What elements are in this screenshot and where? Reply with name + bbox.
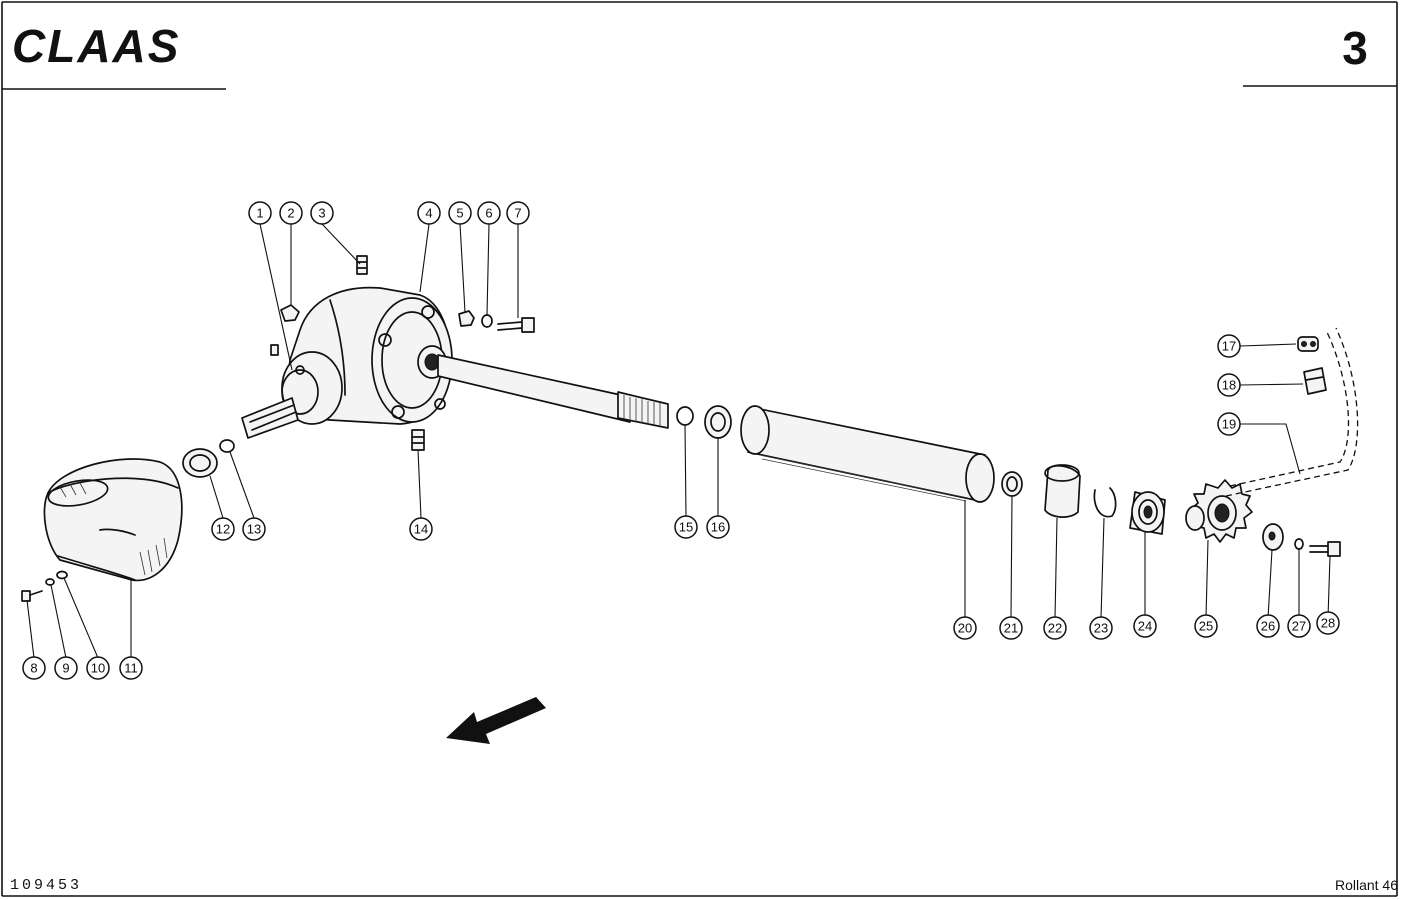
callouts: 1 2 3 4 5 6 7 8 9 10 11 12 13 14 15 16 1…	[22, 201, 1340, 680]
callout-27: 27	[1287, 614, 1311, 638]
svg-text:10: 10	[91, 661, 105, 676]
leader-lines	[26, 223, 1331, 659]
callout-25: 25	[1194, 614, 1218, 638]
callout-13: 13	[242, 517, 266, 541]
svg-text:3: 3	[318, 206, 325, 221]
part-chain-19	[1225, 327, 1359, 497]
callout-4: 4	[417, 201, 441, 225]
callout-20: 20	[953, 616, 977, 640]
part-circlip-23	[1093, 487, 1117, 518]
part-washer-6	[481, 314, 493, 328]
part-nut-5	[458, 310, 475, 327]
callout-22: 22	[1043, 616, 1067, 640]
part-seal-16	[704, 405, 732, 439]
part-cover-drum	[43, 458, 183, 582]
part-washer-27	[1294, 538, 1304, 550]
part-breather-3	[356, 255, 368, 275]
svg-text:16: 16	[711, 520, 725, 535]
svg-text:9: 9	[62, 661, 69, 676]
part-stud-1	[270, 344, 279, 356]
part-plug-14	[411, 429, 425, 451]
svg-text:25: 25	[1199, 619, 1213, 634]
drawing-number: 109453	[10, 877, 82, 894]
callout-15: 15	[674, 515, 698, 539]
svg-text:19: 19	[1222, 417, 1236, 432]
part-offset-link-18	[1303, 367, 1327, 395]
svg-text:18: 18	[1222, 378, 1236, 393]
svg-text:24: 24	[1138, 619, 1152, 634]
part-washer-9	[45, 578, 55, 586]
svg-text:1: 1	[256, 206, 263, 221]
part-washer-10	[56, 570, 68, 580]
svg-text:5: 5	[456, 206, 463, 221]
part-connecting-link-17	[1297, 336, 1319, 352]
svg-text:14: 14	[414, 522, 428, 537]
callout-7: 7	[506, 201, 530, 225]
callout-9: 9	[54, 656, 78, 680]
callout-6: 6	[477, 201, 501, 225]
brand-logo: CLAAS	[12, 20, 180, 72]
part-sprocket-25	[1185, 479, 1253, 543]
part-bushing-21	[1001, 471, 1023, 497]
callout-18: 18	[1217, 373, 1241, 397]
model-name: Rollant 46	[1335, 877, 1398, 893]
callout-11: 11	[119, 656, 143, 680]
svg-text:7: 7	[514, 206, 521, 221]
callout-8: 8	[22, 656, 46, 680]
svg-text:11: 11	[124, 661, 138, 676]
svg-text:17: 17	[1222, 339, 1236, 354]
part-gearbox	[241, 286, 453, 439]
part-tube-20	[740, 405, 995, 503]
svg-text:21: 21	[1004, 621, 1018, 636]
callout-19: 19	[1217, 412, 1241, 436]
svg-text:28: 28	[1321, 616, 1335, 631]
callout-28: 28	[1316, 611, 1340, 635]
part-o-ring-15	[676, 406, 694, 426]
part-o-ring-13	[219, 439, 235, 453]
part-bolt-7	[497, 317, 535, 333]
svg-text:13: 13	[247, 522, 261, 537]
callout-12: 12	[211, 517, 235, 541]
svg-text:23: 23	[1094, 621, 1108, 636]
svg-text:20: 20	[958, 621, 972, 636]
callout-24: 24	[1133, 614, 1157, 638]
callout-14: 14	[409, 517, 433, 541]
part-nut-2	[280, 304, 300, 322]
part-bearing-24	[1129, 491, 1166, 535]
callout-17: 17	[1217, 334, 1241, 358]
svg-text:15: 15	[679, 520, 693, 535]
callout-21: 21	[999, 616, 1023, 640]
part-washer-26	[1262, 523, 1284, 551]
callout-1: 1	[248, 201, 272, 225]
svg-text:12: 12	[216, 522, 230, 537]
callout-26: 26	[1256, 614, 1280, 638]
direction-arrow-icon	[446, 697, 546, 744]
svg-text:26: 26	[1261, 619, 1275, 634]
part-bolt-28	[1309, 541, 1341, 557]
callout-2: 2	[279, 201, 303, 225]
callout-23: 23	[1089, 616, 1113, 640]
page-number: 3	[1342, 22, 1368, 74]
svg-text:22: 22	[1048, 621, 1062, 636]
svg-text:27: 27	[1292, 619, 1306, 634]
callout-5: 5	[448, 201, 472, 225]
svg-text:2: 2	[287, 206, 294, 221]
callout-16: 16	[706, 515, 730, 539]
svg-text:6: 6	[485, 206, 492, 221]
callout-3: 3	[310, 201, 334, 225]
svg-text:4: 4	[425, 206, 432, 221]
part-sleeve-22	[1044, 464, 1081, 518]
part-bolt-8	[21, 590, 43, 602]
callout-10: 10	[86, 656, 110, 680]
svg-text:8: 8	[30, 661, 37, 676]
part-drive-shaft	[437, 354, 669, 429]
part-seal-ring-12	[182, 448, 218, 478]
